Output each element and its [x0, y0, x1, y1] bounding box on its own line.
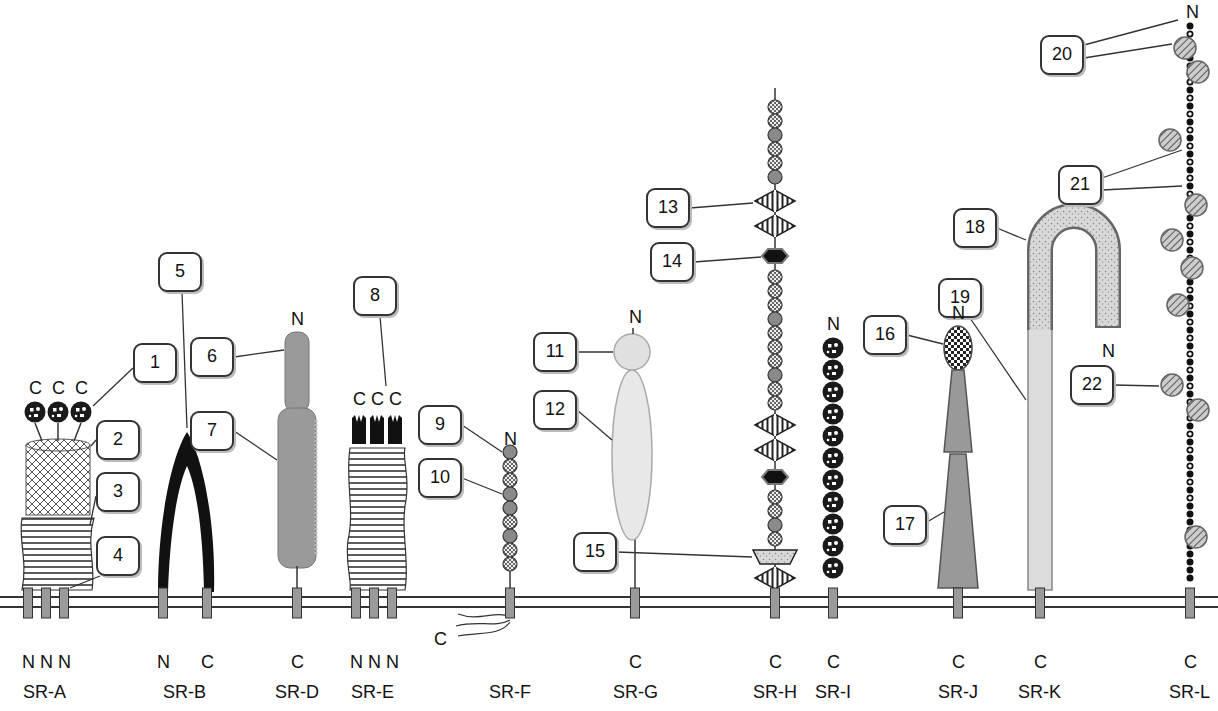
receptor-class-label: SR-K	[1018, 683, 1061, 703]
callout-number: 9	[435, 415, 445, 435]
terminus-label: C	[291, 653, 304, 673]
callout-number: 21	[1070, 175, 1090, 195]
callout-box: 14	[650, 242, 694, 282]
terminus-label: C	[629, 653, 642, 673]
receptor-class-label: SR-I	[815, 683, 851, 703]
terminus-label: N	[368, 653, 381, 673]
terminus-label: N	[40, 653, 53, 673]
receptor-class-label: SR-F	[489, 683, 531, 703]
callout-number: 20	[1052, 45, 1072, 65]
callout-number: 12	[545, 400, 565, 420]
terminus-label: C	[52, 379, 65, 399]
callout-box: 4	[96, 536, 140, 576]
callout-number: 2	[113, 430, 123, 450]
callout-box: 16	[863, 315, 907, 355]
terminus-label: N	[22, 653, 35, 673]
terminus-label: N	[291, 310, 304, 330]
callout-box: 3	[96, 472, 140, 512]
terminus-label: N	[350, 653, 363, 673]
terminus-label: N	[1102, 342, 1115, 362]
terminus-label: C	[952, 653, 965, 673]
terminus-label: C	[1184, 653, 1197, 673]
receptor-class-label: SR-H	[753, 683, 797, 703]
callout-box: 5	[158, 252, 202, 292]
terminus-label: N	[827, 315, 840, 335]
terminus-label: N	[157, 653, 170, 673]
callout-box: 22	[1070, 365, 1114, 405]
terminus-label: C	[1034, 653, 1047, 673]
terminus-label: C	[827, 653, 840, 673]
callout-box: 11	[533, 332, 577, 372]
callout-number: 18	[965, 218, 985, 238]
receptor-class-label: SR-L	[1169, 683, 1210, 703]
callout-number: 4	[113, 546, 123, 566]
callout-number: 17	[895, 515, 915, 535]
callout-box: 2	[96, 420, 140, 460]
terminus-label: C	[389, 390, 402, 410]
callout-box: 10	[418, 458, 462, 498]
terminus-label: C	[769, 653, 782, 673]
terminus-label: C	[371, 390, 384, 410]
callout-number: 15	[585, 542, 605, 562]
callout-number: 16	[875, 325, 895, 345]
callout-number: 8	[370, 286, 380, 306]
receptor-class-label: SR-J	[938, 683, 978, 703]
receptor-class-label: SR-E	[351, 683, 394, 703]
callout-number: 7	[207, 421, 217, 441]
terminus-label: N	[952, 304, 965, 324]
callout-number: 6	[207, 347, 217, 367]
callout-number: 14	[662, 252, 682, 272]
callout-number: 10	[430, 468, 450, 488]
terminus-label: C	[434, 630, 447, 650]
terminus-label: N	[1186, 3, 1199, 23]
receptor-class-label: SR-G	[613, 683, 658, 703]
callout-box: 7	[190, 411, 234, 451]
terminus-label: C	[201, 653, 214, 673]
callout-box: 12	[533, 390, 577, 430]
callout-number: 3	[113, 482, 123, 502]
callout-box: 17	[883, 505, 927, 545]
receptor-class-label: SR-B	[163, 683, 206, 703]
callout-box: 6	[190, 337, 234, 377]
callout-box: 20	[1040, 35, 1084, 75]
terminus-label: N	[504, 430, 517, 450]
callout-number: 5	[175, 262, 185, 282]
terminus-label: C	[75, 379, 88, 399]
callout-number: 22	[1082, 375, 1102, 395]
callout-box: 18	[953, 208, 997, 248]
receptor-class-label: SR-D	[275, 683, 319, 703]
terminus-label: C	[29, 379, 42, 399]
callout-box: 8	[353, 276, 397, 316]
callout-box: 13	[646, 188, 690, 228]
receptor-class-label: SR-A	[23, 683, 66, 703]
terminus-label: C	[353, 390, 366, 410]
terminus-label: N	[58, 653, 71, 673]
callout-number: 1	[150, 353, 160, 373]
terminus-label: N	[629, 308, 642, 328]
callout-box: 15	[573, 532, 617, 572]
callout-number: 13	[658, 198, 678, 218]
callout-number: 11	[546, 342, 565, 362]
terminus-label: N	[386, 653, 399, 673]
callout-box: 9	[418, 405, 462, 445]
callout-box: 1	[133, 343, 177, 383]
callout-box: 21	[1058, 165, 1102, 205]
